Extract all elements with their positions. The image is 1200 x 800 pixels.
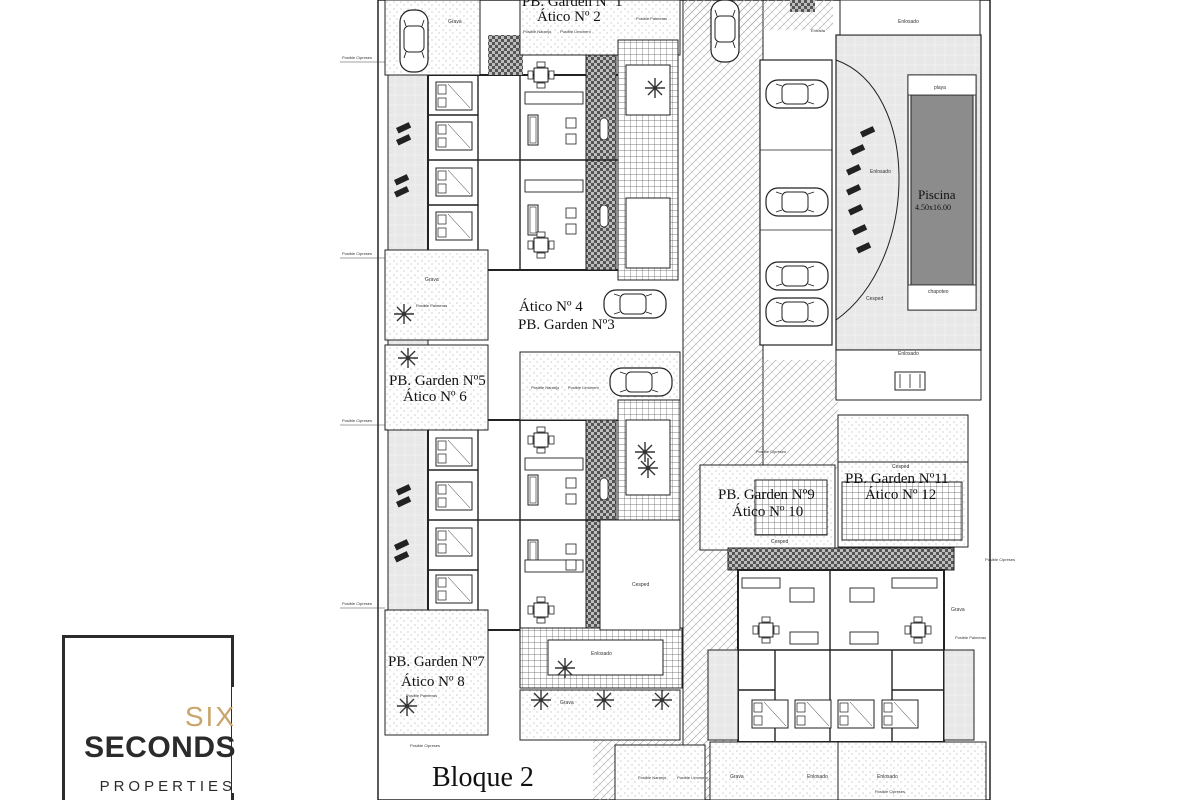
unit-label-garden-3: PB. Garden Nº3 [518,317,615,333]
pool-size: 4.50x16.00 [915,203,951,212]
annotation-cesped: Cesped [771,539,789,545]
annotation-palmeras: Posible Palmeras [406,693,438,698]
annotation-palmeras: Posible Palmeras [636,16,668,21]
annotation-entrada: Entrada [811,28,826,33]
annotation-cipreses: Posible Cipreses [410,743,441,748]
logo-word-properties: PROPERTIES [99,778,236,795]
annotation-cipreses: Posible Cipreses [875,789,906,794]
annotation-enlosado: Enlosado [591,651,612,657]
company-logo: SIX SECONDS PROPERTIES [62,635,242,800]
annotation-enlosado: Enlosado [898,351,919,357]
annotation-grava: Grava [560,700,574,706]
unit-label-atico-12: Ático Nº 12 [865,487,937,503]
annotation-cesped: Cesped [632,582,650,588]
unit-label-atico-2: Ático Nº 2 [537,9,601,25]
annotation-palmeras: Posible Palmeras [955,635,987,640]
unit-label-garden-7: PB. Garden Nº7 [388,654,485,670]
annotation-grava: Grava [730,774,744,780]
unit-label-garden-9: PB. Garden Nº9 [718,487,815,503]
annotation-cipreses: Posible Cipreses [985,557,1016,562]
annotation-enlosado: Enlosado [807,774,828,780]
annotation-grava: Grava [448,19,462,25]
annotation-enlosado: Enlosado [877,774,898,780]
annotation-naranjo: Posible Naranjo [638,775,667,780]
logo-word-six: SIX [184,701,236,732]
unit-label-garden-1: PB. Garden Nº 1 [522,0,623,10]
unit-label-atico-4: Ático Nº 4 [519,299,583,315]
annotation-limonero: Posible Limonero [677,775,708,780]
block-title: Bloque 2 [432,762,534,793]
annotation-naranjo: Posible Naranjo [523,29,552,34]
annotation-enlosado: Enlosado [870,169,891,175]
pool-bottom-label: chapoteo [928,289,949,295]
unit-label-garden-5: PB. Garden Nº5 [389,373,486,389]
logo-frame-gap [232,687,242,793]
unit-label-garden-11: PB. Garden Nº11 [845,471,949,487]
unit-label-atico-6: Ático Nº 6 [403,389,467,405]
annotation-cipreses: Posible Cipreses [342,418,373,423]
annotation-cesped: Cesped [866,296,884,302]
annotation-limonero: Posible Limonero [560,29,591,34]
annotation-cipreses: Posible Cipreses [342,251,373,256]
pool-name: Piscina [918,187,956,202]
annotation-cipreses: Posible Cipreses [342,55,373,60]
annotation-naranjo: Posible Naranjo [531,385,560,390]
annotation-cipreses: Posible Cipreses [342,601,373,606]
pool-top-label: playa [934,85,946,91]
annotation-enlosado: Enlosado [898,19,919,25]
annotation-cesped: Cesped [892,464,910,470]
logo-word-seconds: SECONDS [84,731,236,764]
annotation-limonero: Posible Limonero [568,385,599,390]
annotation-cipreses: Posible Cipreses [756,449,787,454]
unit-label-atico-8: Ático Nº 8 [401,674,465,690]
annotation-grava: Grava [425,277,439,283]
annotation-grava: Grava [951,607,965,613]
unit-label-atico-10: Ático Nº 10 [732,504,804,520]
annotation-palmeras: Posible Palmeras [416,303,448,308]
